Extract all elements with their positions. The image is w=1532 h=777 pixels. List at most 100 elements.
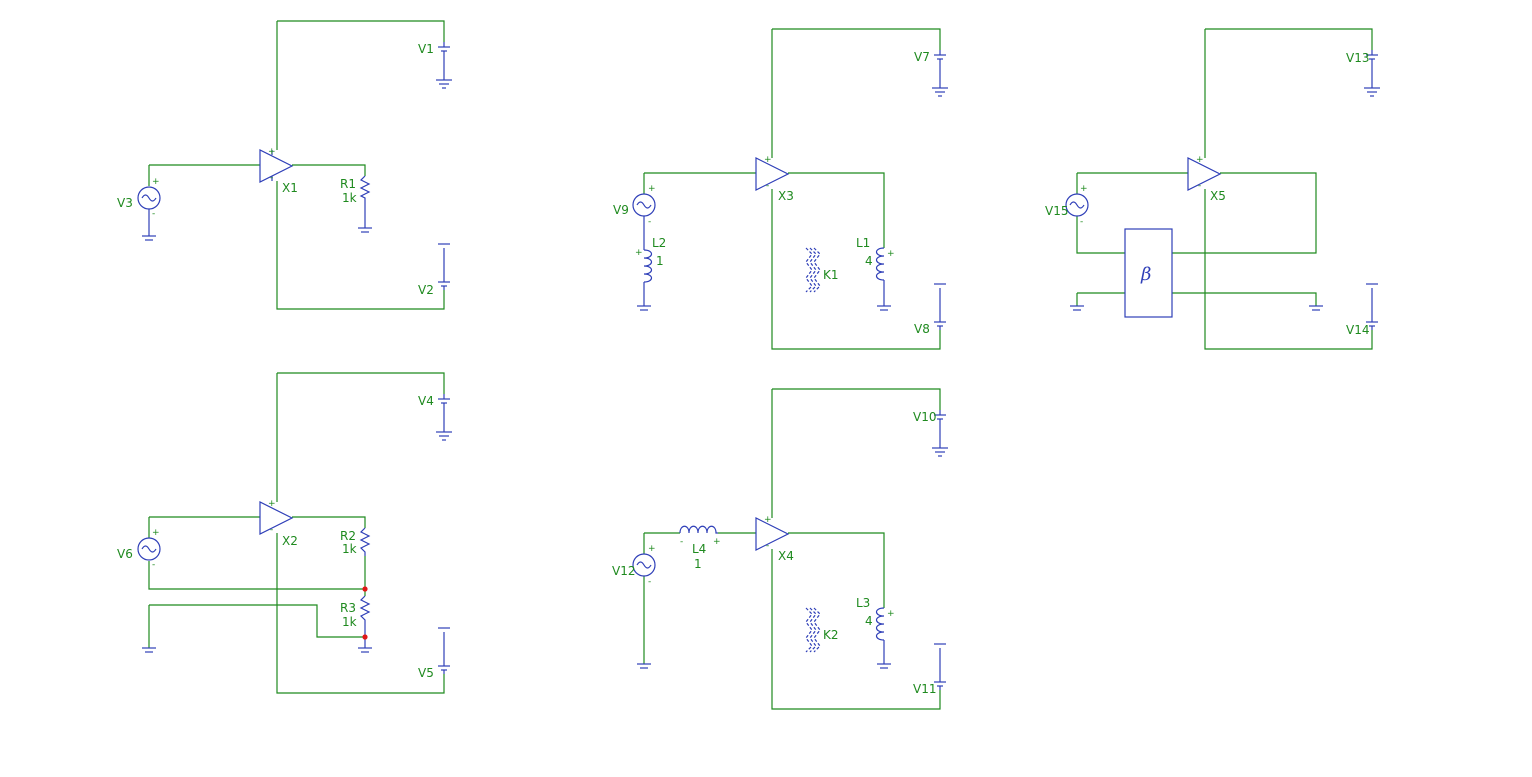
svg-text:-: - <box>648 217 651 227</box>
battery-v10[interactable] <box>932 410 948 457</box>
svg-text:+: + <box>268 499 276 509</box>
value-l3: 4 <box>865 614 873 628</box>
svg-text:+: + <box>268 147 276 157</box>
label-r3: R3 <box>340 601 356 615</box>
label-v11: V11 <box>913 682 936 696</box>
svg-text:+: + <box>887 249 895 259</box>
opamp-x4[interactable]: + - <box>755 515 790 551</box>
source-v15[interactable]: + - <box>1065 184 1089 227</box>
svg-text:+: + <box>648 544 656 554</box>
label-v12: V12 <box>612 564 635 578</box>
label-v9: V9 <box>613 203 629 217</box>
junction-dot <box>362 634 368 640</box>
svg-text:-: - <box>152 209 155 219</box>
label-r2: R2 <box>340 529 356 543</box>
opamp-x2[interactable]: + - <box>259 499 294 535</box>
svg-text:+: + <box>764 155 772 165</box>
label-v5: V5 <box>418 666 434 680</box>
source-v3[interactable]: + - <box>137 177 161 241</box>
svg-text:-: - <box>1198 181 1201 191</box>
svg-text:-: - <box>270 525 273 535</box>
label-v8: V8 <box>914 322 930 336</box>
label-v10: V10 <box>913 410 936 424</box>
label-l2: L2 <box>652 236 666 250</box>
label-x1: X1 <box>282 181 298 195</box>
battery-v5[interactable] <box>438 627 450 674</box>
junction-dot <box>362 586 368 592</box>
resistor-r3[interactable] <box>358 595 372 653</box>
label-v13: V13 <box>1346 51 1369 65</box>
svg-text:+: + <box>887 609 895 619</box>
battery-v14[interactable] <box>1366 283 1378 330</box>
svg-text:+: + <box>152 528 160 538</box>
label-x3: X3 <box>778 189 794 203</box>
label-v7: V7 <box>914 50 930 64</box>
ground-v6 <box>142 647 156 653</box>
source-v6[interactable]: + - <box>137 528 161 570</box>
battery-v1[interactable] <box>436 42 452 89</box>
label-x2: X2 <box>282 534 298 548</box>
svg-text:+: + <box>635 248 643 258</box>
battery-v8[interactable] <box>934 283 946 330</box>
svg-text:-: - <box>270 173 273 183</box>
ground-left-x5 <box>1070 305 1084 311</box>
label-l4: L4 <box>692 542 706 556</box>
label-v4: V4 <box>418 394 434 408</box>
opamp-x1[interactable]: + - <box>259 147 294 183</box>
inductor-l4[interactable]: - + <box>679 525 721 547</box>
label-k2: K2 <box>823 628 839 642</box>
label-x5: X5 <box>1210 189 1226 203</box>
svg-text:+: + <box>713 537 721 547</box>
circuit-x1: + - X1 V1 V2 + - V3 R1 1k <box>117 20 452 310</box>
battery-v7[interactable] <box>932 50 948 97</box>
opamp-x5[interactable]: + - <box>1187 155 1222 191</box>
source-v9[interactable]: + - <box>632 184 656 250</box>
circuit-x4: + - X4 V10 V11 + - V12 - + L4 1 <box>612 388 948 710</box>
circuit-x3: + - X3 V7 V8 + - V9 + L2 1 <box>613 28 948 350</box>
label-k1: K1 <box>823 268 839 282</box>
beta-symbol: β <box>1140 264 1151 285</box>
opamp-x3[interactable]: + - <box>755 155 790 191</box>
battery-v13[interactable] <box>1364 50 1380 97</box>
value-l1: 4 <box>865 254 873 268</box>
inductor-l2[interactable]: + <box>635 248 653 311</box>
circuit-x2: + - X2 V4 V5 + - V6 R2 1k <box>117 372 452 694</box>
svg-text:-: - <box>766 541 769 551</box>
svg-text:+: + <box>1080 184 1088 194</box>
resistor-r2[interactable] <box>359 527 371 556</box>
svg-text:-: - <box>766 181 769 191</box>
svg-text:+: + <box>1196 155 1204 165</box>
label-v14: V14 <box>1346 323 1369 337</box>
label-x4: X4 <box>778 549 794 563</box>
label-v6: V6 <box>117 547 133 561</box>
source-v12[interactable]: + - <box>632 544 656 669</box>
label-l1: L1 <box>856 236 870 250</box>
label-l3: L3 <box>856 596 870 610</box>
battery-v11[interactable] <box>934 643 946 690</box>
svg-text:+: + <box>764 515 772 525</box>
label-v2: V2 <box>418 283 434 297</box>
svg-text:-: - <box>152 560 155 570</box>
value-r1: 1k <box>342 191 357 205</box>
ground-right-x5 <box>1309 305 1323 311</box>
label-r1: R1 <box>340 177 356 191</box>
value-r3: 1k <box>342 615 357 629</box>
svg-text:+: + <box>152 177 160 187</box>
inductor-l3[interactable]: + <box>875 607 895 669</box>
label-v3: V3 <box>117 196 133 210</box>
coupling-k2[interactable] <box>805 607 821 653</box>
value-l2: 1 <box>656 254 664 268</box>
value-l4: 1 <box>694 557 702 571</box>
coupling-k1[interactable] <box>805 247 821 293</box>
battery-v4[interactable] <box>436 394 452 441</box>
feedback-block-beta[interactable]: β <box>1124 228 1173 318</box>
circuit-x5: + - X5 V13 V14 + - V15 β <box>1045 28 1380 350</box>
battery-v2[interactable] <box>438 243 450 290</box>
resistor-r1[interactable] <box>358 175 372 233</box>
svg-text:-: - <box>1080 217 1083 227</box>
svg-text:+: + <box>648 184 656 194</box>
inductor-l1[interactable]: + <box>875 247 895 311</box>
label-v15: V15 <box>1045 204 1068 218</box>
svg-text:-: - <box>648 577 651 587</box>
